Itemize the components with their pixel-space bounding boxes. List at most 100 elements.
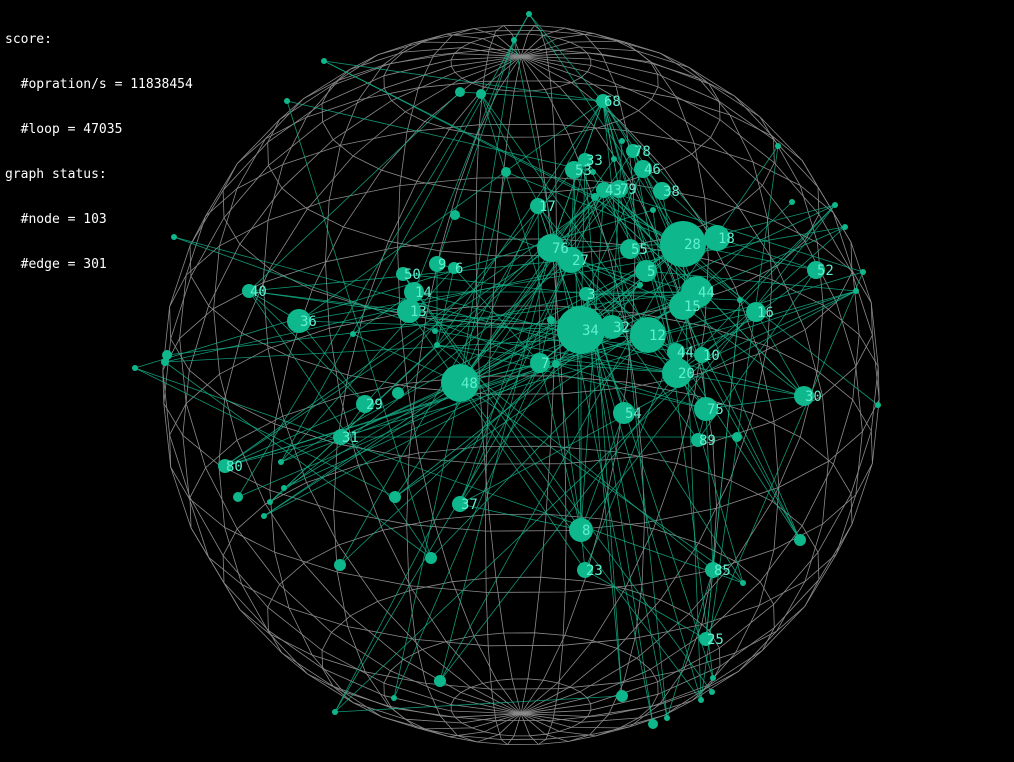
graph-node-labeled[interactable] <box>530 198 546 214</box>
graph-node[interactable] <box>842 224 848 230</box>
graph-node-labeled[interactable] <box>579 287 593 301</box>
graph-node[interactable] <box>547 316 555 324</box>
graph-node-labeled[interactable] <box>537 234 565 262</box>
graph-node[interactable] <box>616 690 628 702</box>
graph-node[interactable] <box>552 360 560 368</box>
graph-node[interactable] <box>511 37 517 43</box>
graph-node[interactable] <box>526 11 532 17</box>
graph-node[interactable] <box>590 169 596 175</box>
graph-node[interactable] <box>710 675 716 681</box>
graph-node[interactable] <box>476 89 486 99</box>
graph-node[interactable] <box>591 193 599 201</box>
graph-node[interactable] <box>281 485 287 491</box>
graph-node-labeled[interactable] <box>635 260 657 282</box>
graph-node-labeled[interactable] <box>613 402 635 424</box>
graph-node-labeled[interactable] <box>242 284 256 298</box>
graph-node[interactable] <box>775 143 781 149</box>
graph-node-labeled[interactable] <box>694 397 718 421</box>
graph-node-labeled[interactable] <box>691 433 705 447</box>
graph-node[interactable] <box>611 156 617 162</box>
graph-node[interactable] <box>740 580 746 586</box>
graph-node[interactable] <box>334 559 346 571</box>
graph-node[interactable] <box>432 328 438 334</box>
graph-node-labeled[interactable] <box>667 343 685 361</box>
graph-node[interactable] <box>619 138 625 144</box>
graph-node-labeled[interactable] <box>558 247 584 273</box>
graph-node[interactable] <box>434 342 440 348</box>
graph-node[interactable] <box>637 282 643 288</box>
graph-node[interactable] <box>392 387 404 399</box>
graph-node[interactable] <box>261 513 267 519</box>
wireframe-longitude-line <box>269 55 522 730</box>
graph-node-labeled[interactable] <box>596 94 610 108</box>
graph-node-labeled[interactable] <box>557 306 605 354</box>
graph-node-labeled[interactable] <box>794 386 814 406</box>
graph-node-labeled[interactable] <box>565 161 583 179</box>
graph-node[interactable] <box>737 297 743 303</box>
graph-node[interactable] <box>664 715 670 721</box>
graph-node[interactable] <box>501 167 511 177</box>
graph-node-labeled[interactable] <box>218 459 232 473</box>
graph-node-labeled[interactable] <box>287 309 311 333</box>
graph-node-labeled[interactable] <box>356 395 374 413</box>
graph-node[interactable] <box>284 98 290 104</box>
graph-node-labeled[interactable] <box>746 302 766 322</box>
graph-node[interactable] <box>455 87 465 97</box>
graph-node[interactable] <box>450 210 460 220</box>
graph-node[interactable] <box>853 288 859 294</box>
graph-node[interactable] <box>171 234 177 240</box>
graph-node[interactable] <box>698 697 704 703</box>
graph-node-labeled[interactable] <box>662 358 692 388</box>
graph-node-labeled[interactable] <box>578 153 592 167</box>
graph-node-labeled[interactable] <box>596 182 612 198</box>
graph-node-labeled[interactable] <box>397 299 421 323</box>
graph-node-labeled[interactable] <box>807 261 825 279</box>
graph-node-labeled[interactable] <box>429 256 445 272</box>
graph-node-labeled[interactable] <box>694 347 710 363</box>
graph-node-labeled[interactable] <box>404 282 424 302</box>
graph-node-labeled[interactable] <box>634 160 652 178</box>
graph-node[interactable] <box>350 331 356 337</box>
graph-node-labeled[interactable] <box>569 518 593 542</box>
graph-node-labeled[interactable] <box>660 221 706 267</box>
graph-node[interactable] <box>732 432 742 442</box>
graph-node[interactable] <box>321 58 327 64</box>
graph-node-labeled[interactable] <box>600 315 624 339</box>
graph-node[interactable] <box>709 689 715 695</box>
graph-node[interactable] <box>648 719 658 729</box>
graph-node-labeled[interactable] <box>626 144 640 158</box>
graph-node-labeled[interactable] <box>705 562 721 578</box>
graph-node[interactable] <box>332 709 338 715</box>
graph-node[interactable] <box>434 675 446 687</box>
graph-node-labeled[interactable] <box>448 262 460 274</box>
graph-node-labeled[interactable] <box>704 225 730 251</box>
graph-node-labeled[interactable] <box>441 364 479 402</box>
graph-node-labeled[interactable] <box>699 632 713 646</box>
graph-node[interactable] <box>425 552 437 564</box>
graph-node[interactable] <box>860 269 866 275</box>
graph-node[interactable] <box>267 499 273 505</box>
graph-node[interactable] <box>162 350 172 360</box>
graph-node-labeled[interactable] <box>452 496 468 512</box>
graph-node[interactable] <box>794 534 806 546</box>
graph-node[interactable] <box>233 492 243 502</box>
graph-node[interactable] <box>389 491 401 503</box>
graph-node[interactable] <box>875 402 881 408</box>
graph-node-labeled[interactable] <box>333 429 349 445</box>
graph-node-labeled[interactable] <box>630 317 666 353</box>
graph-node[interactable] <box>132 365 138 371</box>
graph-node-labeled[interactable] <box>530 353 550 373</box>
graph-node[interactable] <box>789 199 795 205</box>
graph-node-labeled[interactable] <box>653 182 671 200</box>
graph-node-labeled[interactable] <box>620 239 640 259</box>
graph-node[interactable] <box>278 459 284 465</box>
graph-node-labeled[interactable] <box>669 292 697 320</box>
graph-node-labeled[interactable] <box>577 562 593 578</box>
graph-node-labeled[interactable] <box>610 180 628 198</box>
graph-node[interactable] <box>650 207 656 213</box>
graph-node[interactable] <box>161 358 169 366</box>
graph-node-labeled[interactable] <box>396 267 410 281</box>
graph-node[interactable] <box>832 202 838 208</box>
graph-node[interactable] <box>391 695 397 701</box>
